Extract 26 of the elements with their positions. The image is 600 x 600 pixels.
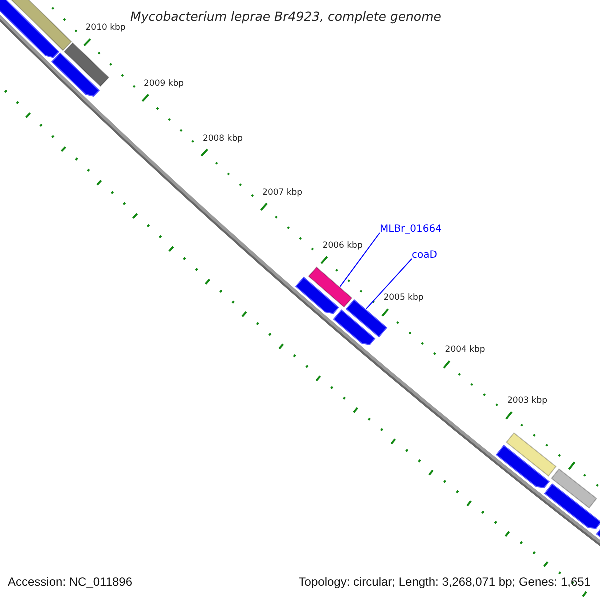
tick-label: 2005 kbp — [384, 293, 424, 304]
gene-bar — [346, 299, 388, 338]
tick-label: 2006 kbp — [322, 240, 363, 251]
genome-info-text: Topology: circular; Length: 3,268,071 bp; Genes: 1,651 — [298, 575, 591, 589]
title: Mycobacterium leprae Br4923, complete genome — [130, 9, 442, 24]
gene-label: MLBr_01664 — [380, 224, 442, 235]
leader-line — [340, 232, 380, 288]
leader-line — [366, 258, 412, 310]
gene-block — [295, 276, 340, 314]
gene-block — [544, 484, 600, 530]
gene-block — [333, 310, 376, 346]
accession-text: Accession: NC_011896 — [8, 575, 133, 589]
gene-bar — [506, 432, 557, 477]
tick-label: 2009 kbp — [144, 78, 184, 89]
gene-block — [496, 445, 550, 489]
tick-label: 2008 kbp — [202, 134, 243, 144]
gene-bar — [64, 42, 110, 88]
gene-label: coaD — [412, 250, 438, 261]
tick-label: 2003 kbp — [507, 396, 548, 406]
tick-label: 2010 kbp — [86, 23, 126, 34]
gene-bar — [551, 468, 598, 509]
gene-block — [0, 0, 60, 58]
gene-block — [51, 52, 100, 97]
gene-bar — [308, 266, 353, 308]
tick-label: 2004 kbp — [445, 345, 486, 356]
tick-label: 2007 kbp — [262, 188, 303, 198]
